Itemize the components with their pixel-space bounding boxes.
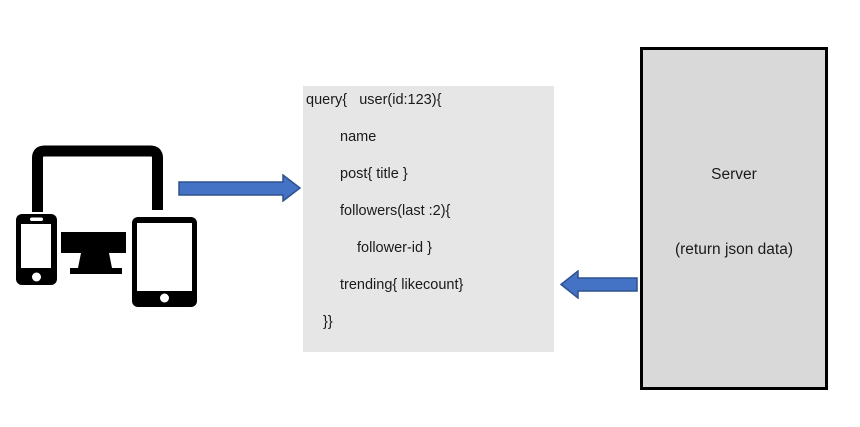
- query-line: followers(last :2){: [340, 203, 451, 219]
- monitor-icon: [61, 232, 126, 274]
- query-line: query{ user(id:123){: [306, 92, 442, 108]
- left-arrow-shape: [559, 270, 638, 299]
- query-line: trending{ likecount}: [340, 277, 464, 293]
- query-line: }}: [323, 314, 333, 330]
- query-box: query{ user(id:123){ name post{ title } …: [303, 86, 554, 352]
- smartphone-icon: [16, 214, 57, 285]
- query-line: follower-id }: [357, 240, 432, 256]
- tablet-icon: [132, 217, 197, 307]
- responsive-devices-icon: [16, 145, 197, 307]
- frame-icon: [32, 145, 163, 212]
- left-arrow-icon: [559, 270, 638, 299]
- query-line: post{ title }: [340, 166, 408, 182]
- query-code: query{ user(id:123){ name post{ title } …: [303, 82, 554, 341]
- right-arrow-shape: [178, 174, 302, 202]
- server-title: Server: [711, 166, 757, 183]
- server-subtitle: (return json data): [674, 241, 794, 258]
- right-arrow-icon: [178, 174, 302, 202]
- query-line: name: [340, 129, 377, 145]
- server-box: Server (return json data): [640, 47, 828, 390]
